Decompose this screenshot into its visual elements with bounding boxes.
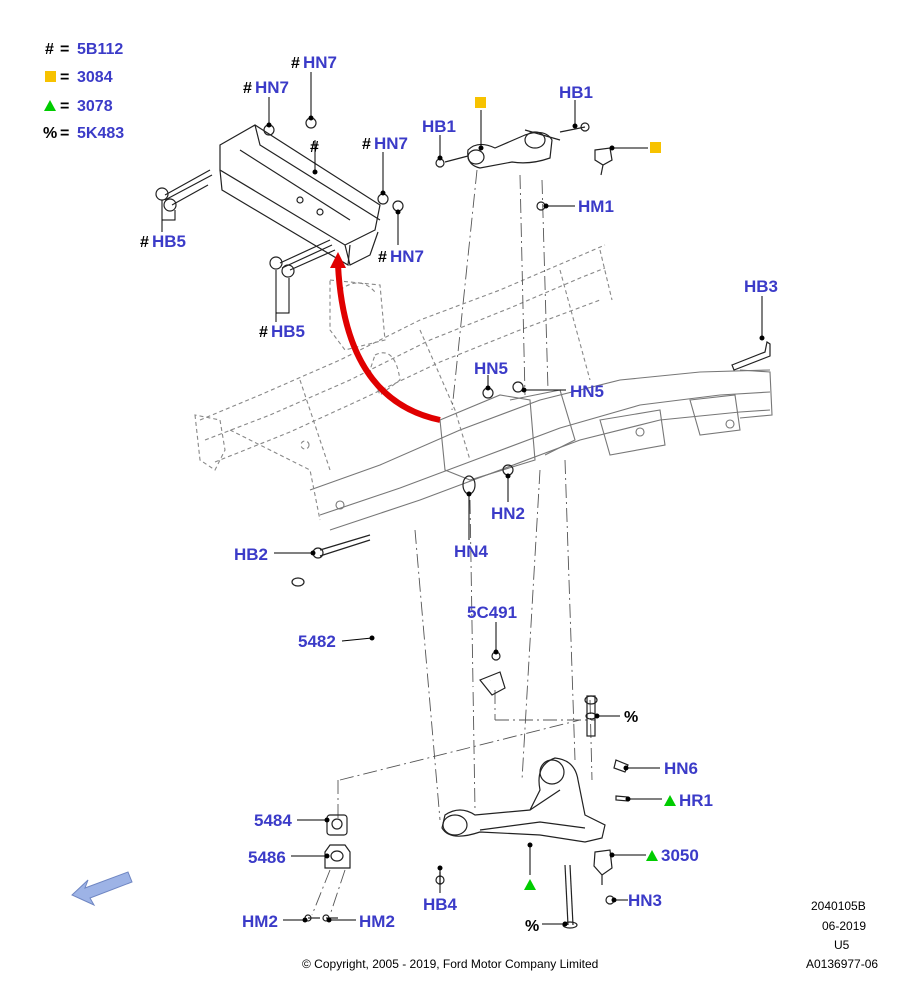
drawing-code: 2040105B	[811, 899, 866, 913]
legend-eq-2: =	[60, 69, 69, 86]
hash-mark: #	[140, 234, 149, 251]
label-hn7-lower: HN7	[390, 247, 424, 266]
label-hn4: HN4	[454, 542, 489, 561]
bushing-5484	[326, 814, 348, 836]
label-hm1: HM1	[578, 197, 614, 216]
label-hb3: HB3	[744, 277, 778, 296]
label-5486: 5486	[248, 848, 286, 867]
label-5484: 5484	[254, 811, 292, 830]
stabilizer-bar-5482	[291, 577, 506, 696]
label-5482: 5482	[298, 632, 336, 651]
square-marker-icon	[650, 142, 661, 153]
triangle-marker-icon	[646, 850, 658, 861]
legend-triangle-icon	[44, 100, 56, 111]
label-hr1: HR1	[679, 791, 713, 810]
legend-square-icon	[45, 71, 56, 82]
crossmember-5b112	[219, 124, 381, 266]
chassis-frame	[194, 244, 773, 531]
label-hb4: HB4	[423, 895, 458, 914]
label-hn7-right: HN7	[374, 134, 408, 153]
footer: © Copyright, 2005 - 2019, Ford Motor Com…	[302, 899, 878, 971]
legend-triangle-value: 3078	[77, 98, 113, 115]
hash-mark: #	[243, 80, 252, 97]
legend: # = 5B112 = 3084 = 3078 % = 5K483	[43, 41, 124, 142]
label-hb5-lower: HB5	[271, 322, 305, 341]
legend-eq-4: =	[60, 125, 69, 142]
red-direction-arrow	[330, 252, 441, 423]
lower-control-arm	[435, 757, 629, 929]
hash-mark: #	[259, 324, 268, 341]
bracket-hb3	[731, 341, 771, 371]
legend-eq-1: =	[60, 41, 69, 58]
hash-mark: #	[291, 55, 300, 72]
square-marker-icon	[475, 97, 486, 108]
label-hn6: HN6	[664, 759, 698, 778]
percent-mark: %	[624, 709, 638, 726]
direction-arrow-icon	[71, 871, 133, 907]
bolt-hb2	[312, 534, 371, 559]
upper-control-arm	[435, 122, 613, 211]
bolt-hb5-lower	[269, 239, 336, 278]
hash-mark: #	[378, 249, 387, 266]
label-5c491: 5C491	[467, 603, 517, 622]
drawing-code-u5: U5	[834, 938, 850, 952]
label-hb2: HB2	[234, 545, 268, 564]
label-hn3: HN3	[628, 891, 662, 910]
legend-percent-value: 5K483	[77, 125, 124, 142]
triangle-marker-icon	[524, 879, 536, 890]
label-hb5-upper: HB5	[152, 232, 186, 251]
label-3050: 3050	[661, 846, 699, 865]
legend-hash-value: 5B112	[77, 41, 123, 58]
copyright-text: © Copyright, 2005 - 2019, Ford Motor Com…	[302, 957, 598, 971]
label-hn2: HN2	[491, 504, 525, 523]
label-hb1-right: HB1	[559, 83, 593, 102]
clamp-5486	[324, 844, 351, 869]
nuts-hn7	[263, 117, 404, 212]
drawing-reference: A0136977-06	[806, 957, 878, 971]
label-hn5-right: HN5	[570, 382, 604, 401]
leader-lines	[161, 72, 765, 927]
legend-eq-3: =	[60, 98, 69, 115]
hash-mark: #	[310, 139, 319, 156]
label-hn5-left: HN5	[474, 359, 508, 378]
label-hm2-right: HM2	[359, 912, 395, 931]
legend-hash-symbol: #	[45, 41, 54, 58]
part-labels: # HN7 # HN7 # # HN7 # HN7 # HB5 # HB5 HB…	[140, 53, 778, 935]
label-hn7-top: HN7	[303, 53, 337, 72]
percent-mark: %	[525, 918, 539, 935]
label-hn7-left: HN7	[255, 78, 289, 97]
legend-percent-symbol: %	[43, 125, 57, 142]
label-hb1-left: HB1	[422, 117, 456, 136]
triangle-marker-icon	[664, 795, 676, 806]
legend-square-value: 3084	[77, 69, 113, 86]
bolt-hb5-upper	[155, 169, 213, 212]
hash-mark: #	[362, 136, 371, 153]
drawing-date: 06-2019	[822, 919, 866, 933]
label-hm2-left: HM2	[242, 912, 278, 931]
